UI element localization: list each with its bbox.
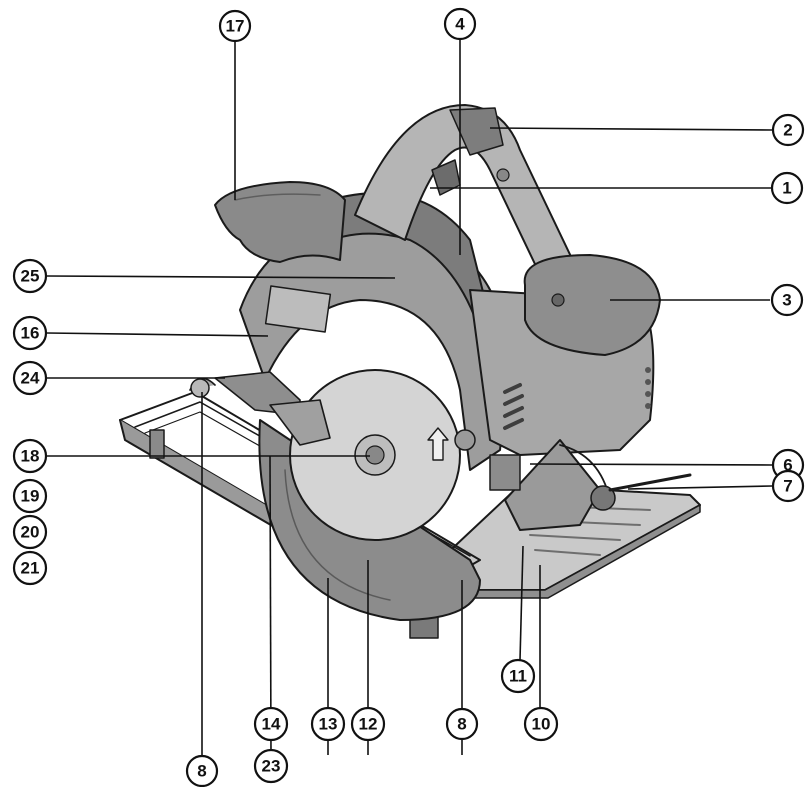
callout-2: 2 — [771, 113, 805, 147]
svg-text:2: 2 — [783, 121, 792, 140]
svg-text:11: 11 — [509, 667, 527, 686]
svg-text:14: 14 — [262, 715, 281, 734]
svg-text:7: 7 — [783, 477, 792, 496]
callout-1: 1 — [770, 171, 804, 205]
callout-20: 20 — [12, 514, 48, 550]
svg-text:4: 4 — [455, 15, 465, 34]
callout-10: 10 — [523, 706, 559, 742]
svg-text:6: 6 — [783, 456, 792, 475]
callout-24: 24 — [12, 360, 48, 396]
callout-14: 14 — [253, 706, 289, 742]
callout-21: 21 — [12, 550, 48, 586]
callouts: 17 4 2 1 25 3 16 24 18 6 19 7 20 21 11 1… — [12, 7, 805, 787]
svg-text:16: 16 — [21, 324, 40, 343]
svg-text:3: 3 — [782, 291, 791, 310]
main-handle — [354, 104, 576, 286]
callout-12: 12 — [350, 706, 386, 742]
callout-8-left: 8 — [185, 754, 219, 787]
svg-text:24: 24 — [21, 369, 40, 388]
svg-text:19: 19 — [21, 487, 40, 506]
callout-7: 7 — [771, 469, 805, 503]
svg-text:10: 10 — [532, 715, 551, 734]
svg-text:21: 21 — [21, 559, 40, 578]
blade-lock-lever — [214, 371, 331, 446]
callout-8-right: 8 — [445, 707, 479, 741]
callout-23: 23 — [253, 748, 289, 784]
svg-text:20: 20 — [21, 523, 40, 542]
callout-11: 11 — [500, 658, 536, 694]
callout-25: 25 — [12, 258, 48, 294]
saw-blade — [289, 369, 461, 541]
callout-19: 19 — [12, 478, 48, 514]
svg-text:8: 8 — [457, 715, 466, 734]
callout-13: 13 — [310, 706, 346, 742]
motor-housing — [469, 254, 661, 456]
callout-17: 17 — [218, 9, 252, 43]
svg-text:23: 23 — [262, 757, 281, 776]
callout-3: 3 — [770, 283, 804, 317]
svg-text:8: 8 — [197, 762, 206, 781]
svg-text:18: 18 — [21, 447, 40, 466]
svg-text:17: 17 — [226, 17, 245, 36]
callout-16: 16 — [12, 315, 48, 351]
chip-ejector — [214, 181, 346, 263]
callout-4: 4 — [443, 7, 477, 41]
svg-text:25: 25 — [21, 267, 40, 286]
svg-text:1: 1 — [782, 179, 791, 198]
saw-illustration — [119, 104, 701, 639]
front-knob — [454, 429, 521, 491]
svg-text:12: 12 — [359, 715, 378, 734]
bevel-quadrant — [504, 439, 692, 531]
svg-text:13: 13 — [319, 715, 338, 734]
callout-18: 18 — [12, 438, 48, 474]
